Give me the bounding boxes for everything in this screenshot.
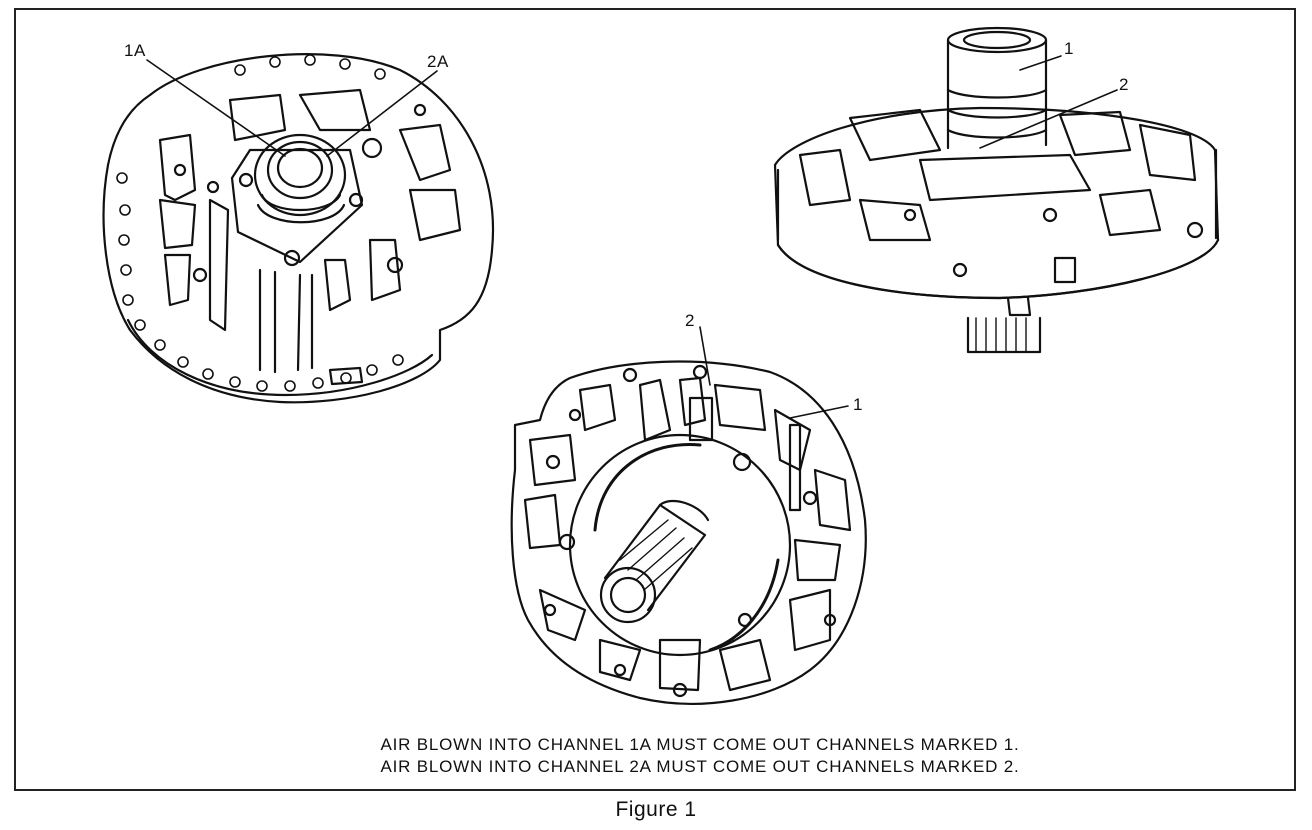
callout-1a: 1A [124, 41, 146, 60]
figure-frame [14, 8, 1296, 791]
callout-2a: 2A [427, 52, 449, 71]
figure-caption: Figure 1 [615, 798, 697, 821]
note-line-2: AIR BLOWN INTO CHANNEL 2A MUST COME OUT … [380, 757, 1020, 776]
callout-2-cover: 2 [685, 311, 695, 330]
note-line-1: AIR BLOWN INTO CHANNEL 1A MUST COME OUT … [380, 735, 1020, 754]
pump-assembly-view [773, 26, 1220, 354]
callout-1-cover: 1 [853, 395, 863, 414]
pump-stator-view [102, 53, 495, 404]
pump-cover-view [510, 360, 867, 705]
leader-lines [146, 55, 1118, 419]
outer-bolt-holes [116, 54, 404, 392]
instruction-notes: AIR BLOWN INTO CHANNEL 1A MUST COME OUT … [210, 734, 1190, 778]
callout-1-assembly: 1 [1064, 39, 1074, 58]
callout-2-assembly: 2 [1119, 75, 1129, 94]
